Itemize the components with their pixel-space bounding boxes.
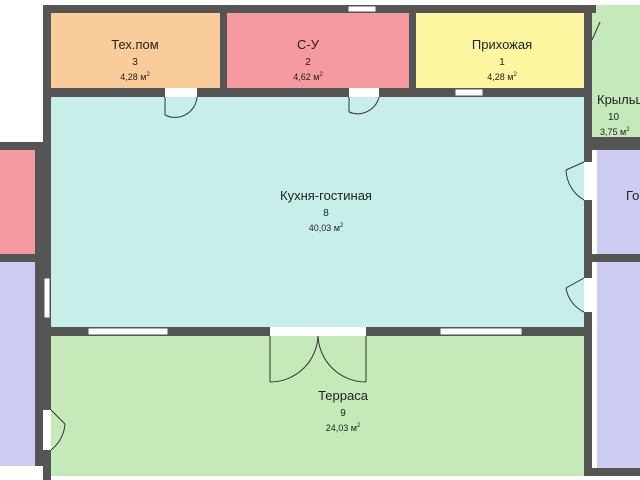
room-hall-fill <box>416 13 584 88</box>
door-terrace-right-icon <box>317 335 367 383</box>
room-number: 3 <box>132 57 138 68</box>
room-number: 9 <box>340 408 346 419</box>
door-porch-icon <box>591 21 601 41</box>
room-porch-fill <box>592 5 640 137</box>
room-tech-fill <box>51 13 220 88</box>
windows <box>43 5 523 336</box>
room-name: Кухня-гостиная <box>280 188 372 203</box>
room-kitchen-fill <box>51 97 584 327</box>
door-openings <box>43 88 592 450</box>
room-area: 24,03 м2 <box>325 423 361 433</box>
room-number: 8 <box>323 208 329 219</box>
door-tech-icon <box>164 96 198 118</box>
label-guest: Го <box>626 189 640 202</box>
door-right-blue-icon <box>565 277 585 313</box>
door-terrace-left-icon <box>269 335 319 383</box>
label-tech: Тех.пом 3 4,28 м2 <box>100 38 170 82</box>
label-kitchen: Кухня-гостиная 8 40,03 м2 <box>256 189 396 233</box>
room-name: Го <box>626 189 640 202</box>
room-number: 10 <box>608 112 620 123</box>
room-terrace-fill <box>51 336 584 476</box>
room-name: Тех.пом <box>111 37 159 52</box>
room-name: С-У <box>297 37 319 52</box>
room-name: Прихожая <box>471 37 533 52</box>
room-name: Крыльцо <box>597 93 640 107</box>
room-number: 2 <box>305 57 311 68</box>
door-guest-icon <box>565 161 585 201</box>
label-wc: С-У 2 4,62 м2 <box>273 38 343 82</box>
room-guest-fill <box>597 150 640 254</box>
room-area: 40,03 м2 <box>308 223 344 233</box>
room-area: 3,75 м2 <box>600 127 630 137</box>
label-porch: Крыльцо 10 3,75 м2 <box>597 93 640 137</box>
room-name: Терраса <box>318 388 368 403</box>
room-wc-fill <box>227 13 409 88</box>
label-terrace: Терраса 9 24,03 м2 <box>301 389 385 433</box>
room-area: 4,28 м2 <box>120 72 150 82</box>
room-right-blue-fill <box>597 262 640 468</box>
door-swings <box>50 21 601 451</box>
room-area: 4,28 м2 <box>487 72 517 82</box>
room-area: 4,62 м2 <box>293 72 323 82</box>
label-hall: Прихожая 1 4,28 м2 <box>460 38 544 82</box>
door-left-icon <box>50 409 66 451</box>
room-number: 1 <box>499 57 505 68</box>
door-hall-icon <box>348 96 380 115</box>
